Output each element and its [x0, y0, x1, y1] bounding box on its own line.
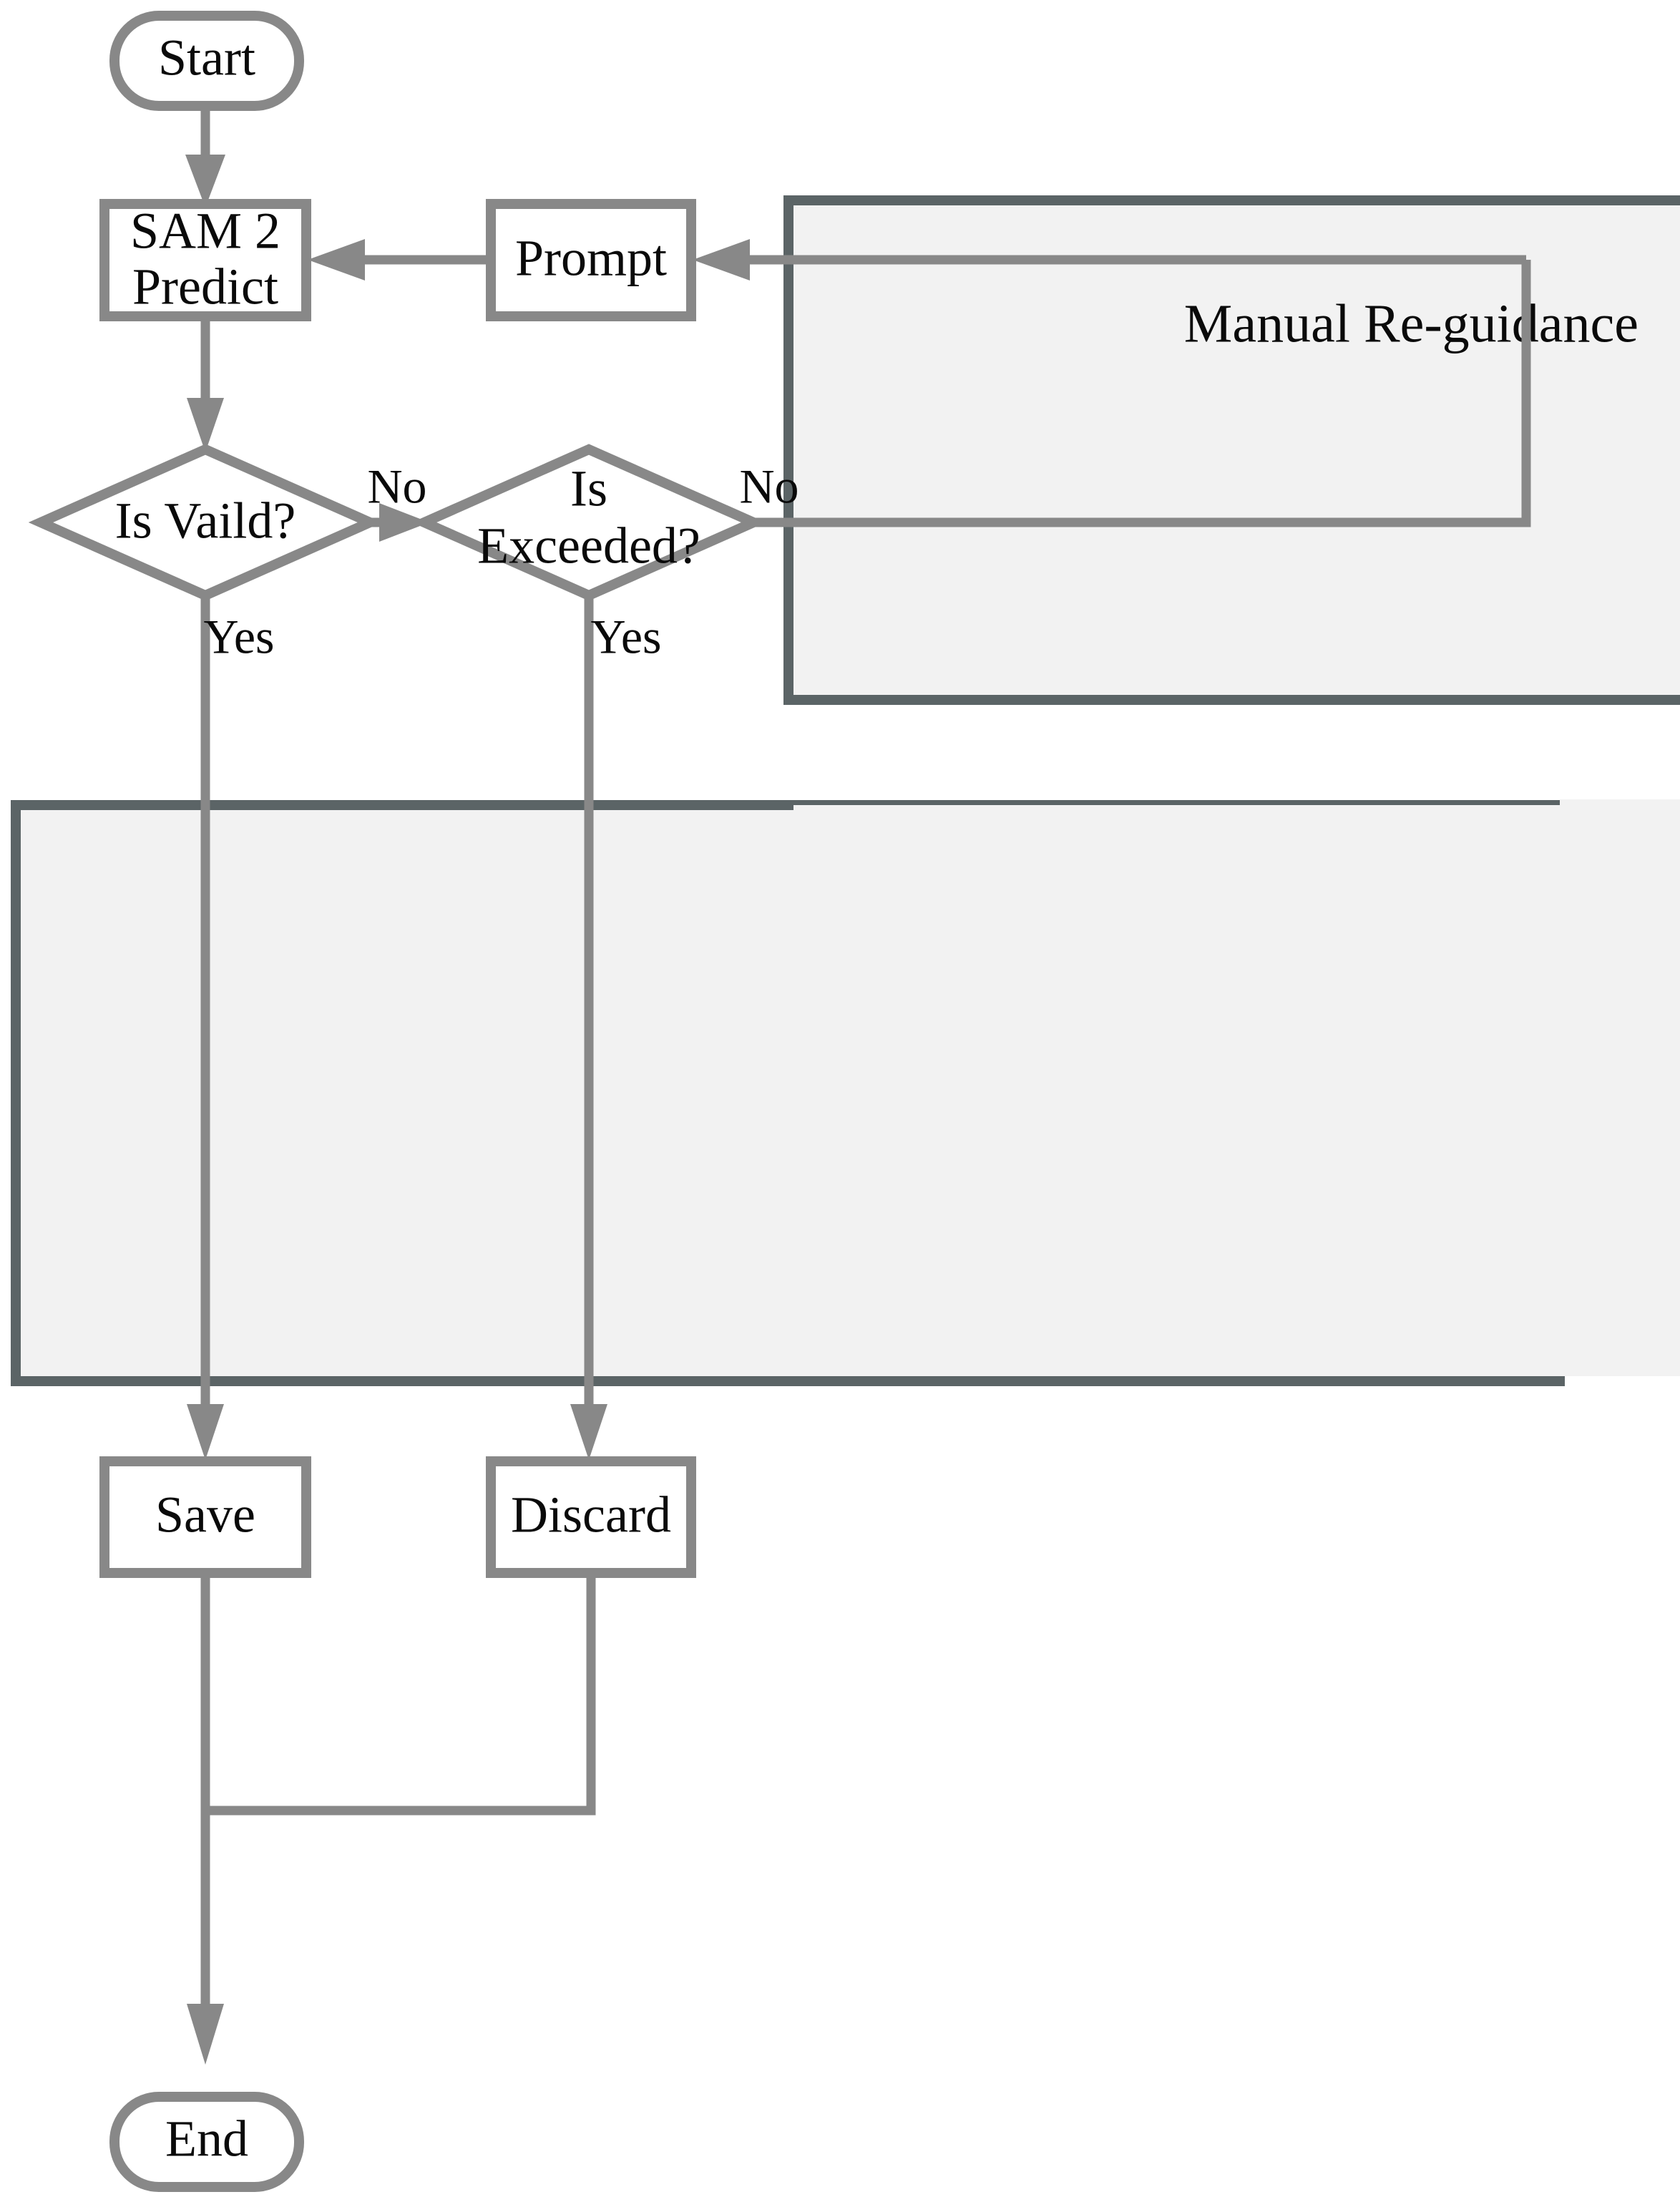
edge-exceeded-no-to-prompt — [693, 239, 1531, 527]
node-sam2-predict-label-line1: SAM 2 — [130, 203, 280, 260]
node-end[interactable]: End — [109, 2092, 304, 2192]
edge-start-to-predict — [185, 106, 225, 208]
node-save[interactable]: Save — [99, 1456, 311, 1578]
edge-label-exceeded-yes: Yes — [591, 610, 662, 664]
node-discard-label: Discard — [511, 1486, 671, 1544]
edge-save-to-end — [187, 1574, 224, 2065]
cluster-manual-reguidance-box — [783, 195, 1680, 705]
arrow-head-prompt-right — [693, 239, 750, 281]
edge-prompt-to-predict — [308, 239, 489, 281]
node-is-exceeded-shape[interactable] — [411, 444, 766, 601]
edge-discard-to-end — [205, 1574, 596, 1816]
arrow-head-valid-top — [187, 398, 224, 452]
node-end-label: End — [165, 2110, 248, 2168]
edge-valid-yes-to-save — [187, 596, 224, 1460]
node-is-valid-shape[interactable] — [28, 444, 383, 601]
node-prompt-shape[interactable] — [486, 199, 696, 321]
node-save-label: Save — [155, 1486, 255, 1544]
node-discard-shape[interactable] — [486, 1456, 696, 1578]
node-is-exceeded[interactable]: Is Exceeded? — [411, 444, 766, 601]
node-prompt[interactable]: Prompt — [486, 199, 696, 321]
cluster-manual-reguidance-title: Manual Re-guidance — [1184, 293, 1639, 354]
arrow-head-save-top — [187, 1404, 224, 1460]
arrow-head-predict-right — [308, 239, 365, 281]
cluster-manual-reguidance: Manual Re-guidance — [783, 195, 1680, 705]
node-is-valid[interactable]: Is Vaild? — [28, 444, 383, 601]
node-discard[interactable]: Discard — [486, 1456, 696, 1578]
node-is-exceeded-label-line2: Exceeded? — [477, 517, 700, 575]
node-end-shape[interactable] — [109, 2092, 304, 2192]
edge-predict-to-valid — [187, 317, 224, 452]
edge-label-exceeded-no: No — [739, 459, 799, 514]
node-start-shape[interactable] — [109, 11, 304, 111]
edge-label-valid-no: No — [367, 459, 426, 514]
edge-label-valid-yes: Yes — [204, 610, 275, 664]
arrow-head-end-top — [187, 2004, 224, 2065]
node-start-label: Start — [158, 29, 255, 87]
edge-exceeded-yes-to-discard — [570, 596, 607, 1460]
cluster-overlap-fill — [793, 805, 1680, 1376]
node-save-shape[interactable] — [99, 1456, 311, 1578]
node-is-valid-label: Is Vaild? — [115, 492, 296, 550]
node-sam2-predict-shape[interactable] — [99, 199, 311, 321]
node-prompt-label: Prompt — [515, 230, 667, 287]
arrow-head-discard-top — [570, 1404, 607, 1460]
arrow-head-exceeded-left — [379, 503, 429, 542]
node-is-exceeded-label-line1: Is — [570, 460, 607, 517]
node-start[interactable]: Start — [109, 11, 304, 111]
node-sam2-predict-label-line2: Predict — [132, 258, 278, 316]
arrow-head-predict-top — [185, 155, 225, 208]
node-sam2-predict[interactable]: SAM 2 Predict — [99, 199, 311, 321]
